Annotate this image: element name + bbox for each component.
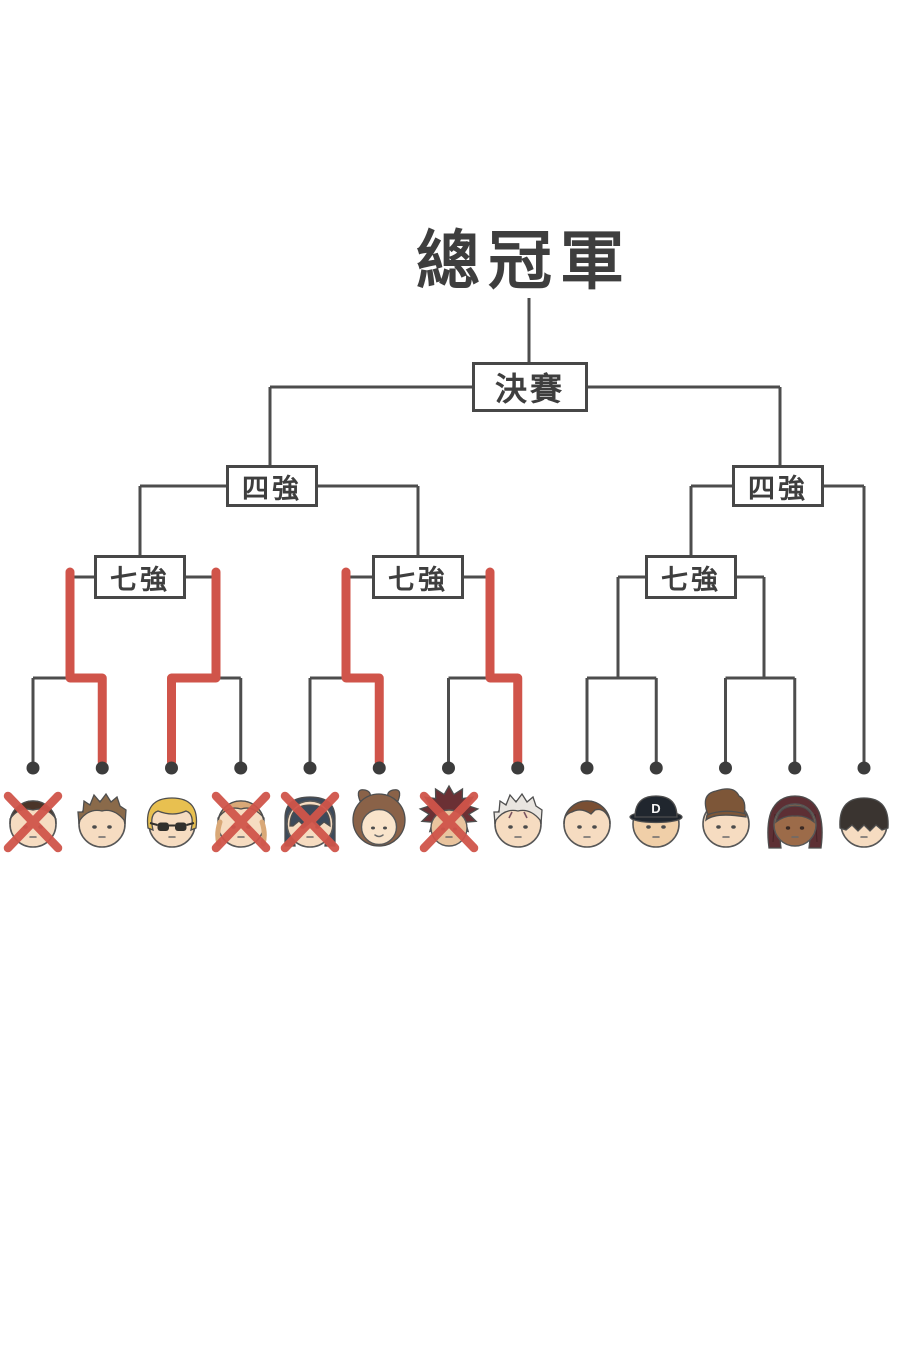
elimination-cross-icon bbox=[211, 791, 270, 853]
contestant-avatar-member-7 bbox=[417, 784, 481, 854]
contestant-avatar-member-12 bbox=[763, 784, 827, 854]
connector-dot bbox=[511, 761, 525, 775]
box-final-round: 決賽 bbox=[472, 362, 588, 412]
connector-dot bbox=[442, 761, 455, 775]
connector-dot bbox=[580, 761, 594, 775]
elimination-cross-icon bbox=[280, 791, 340, 853]
contestant-avatar-member-2 bbox=[70, 784, 134, 854]
connector-dot bbox=[857, 761, 871, 775]
winner-path bbox=[65, 567, 523, 767]
contestant-avatar-member-8 bbox=[486, 784, 550, 854]
connector-dot bbox=[303, 761, 317, 775]
page-title: 總冠軍 bbox=[416, 225, 632, 297]
box-semi-left: 四強 bbox=[226, 465, 318, 507]
connector-dot bbox=[649, 761, 663, 775]
box-quarter-right: 七強 bbox=[645, 555, 737, 599]
contestant-avatar-member-3 bbox=[140, 784, 204, 854]
connector-dot bbox=[372, 761, 386, 775]
elimination-cross-icon bbox=[3, 791, 63, 853]
contestant-avatar-member-4 bbox=[209, 784, 273, 854]
connector-dot bbox=[719, 761, 732, 775]
box-quarter-left: 七強 bbox=[94, 555, 186, 599]
contestant-avatar-member-5 bbox=[278, 784, 342, 854]
elimination-cross-icon bbox=[419, 791, 478, 853]
connector-dots bbox=[26, 761, 871, 775]
contestant-avatar-member-13 bbox=[832, 784, 896, 854]
connector-dot bbox=[788, 761, 802, 775]
contestant-avatar-member-11 bbox=[694, 784, 758, 854]
contestant-avatar-member-1 bbox=[1, 784, 65, 854]
svg-text:D: D bbox=[652, 801, 661, 816]
contestant-avatar-member-6 bbox=[347, 784, 411, 854]
gray-lines bbox=[31, 298, 866, 762]
box-semi-right: 四強 bbox=[732, 465, 824, 507]
contestant-avatar-member-9 bbox=[555, 784, 619, 854]
connector-dot bbox=[95, 761, 109, 775]
contestant-avatar-member-10: D bbox=[624, 784, 688, 854]
connector-dot bbox=[26, 761, 40, 775]
connector-dot bbox=[234, 761, 248, 775]
connector-dot bbox=[165, 761, 178, 775]
box-quarter-mid: 七強 bbox=[372, 555, 464, 599]
